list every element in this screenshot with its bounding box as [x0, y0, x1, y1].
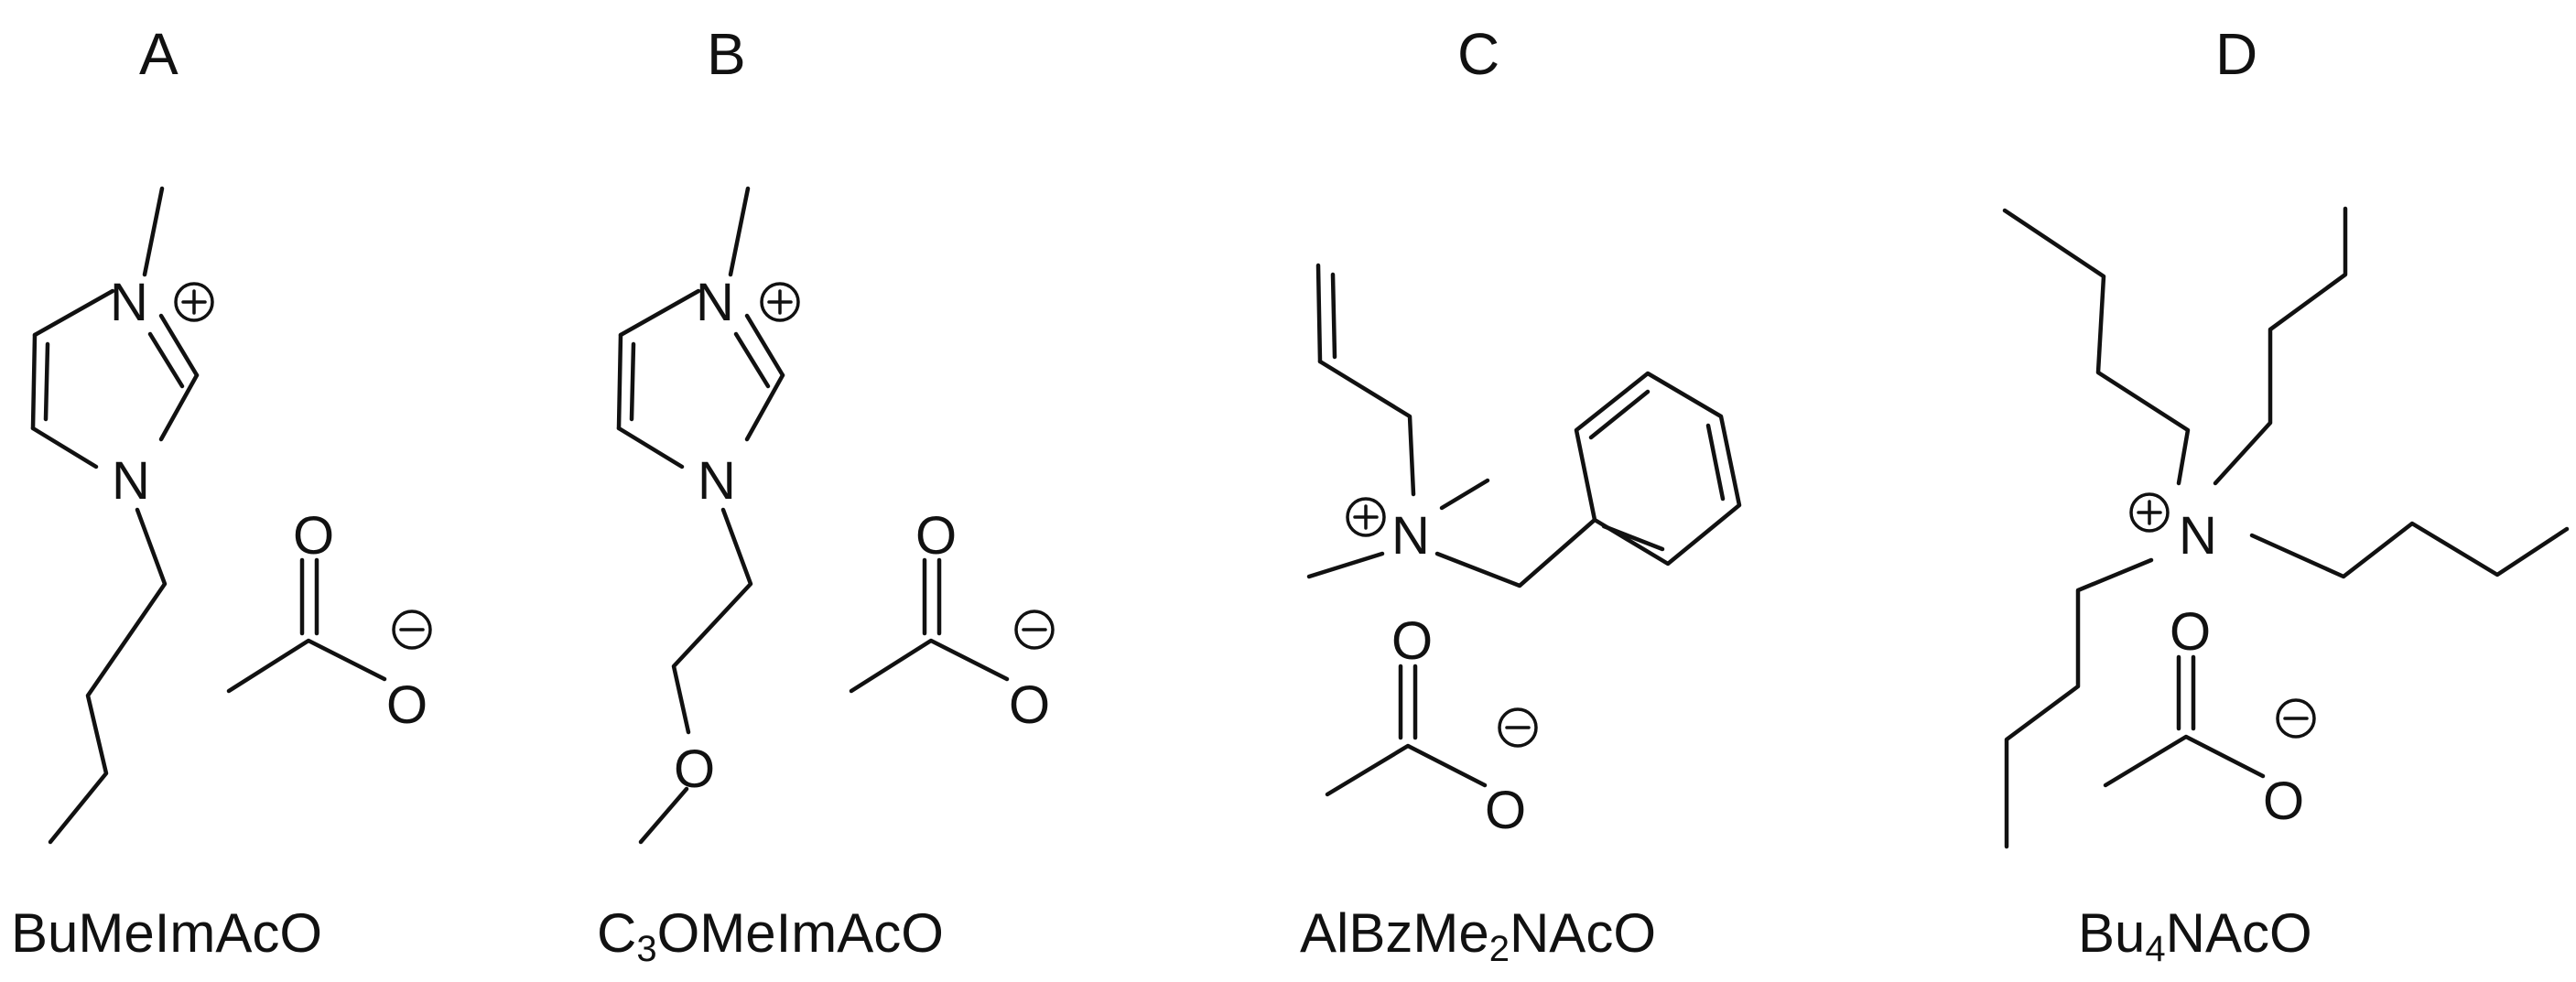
nitrogen-atom: N	[696, 273, 734, 332]
panel-letter-b: B	[707, 21, 746, 87]
nitrogen-atom: N	[2179, 506, 2217, 566]
oxygen-atom: O	[915, 506, 957, 566]
butyl-chain	[2213, 206, 2348, 486]
methyl-bond	[1306, 551, 1385, 579]
ring-bond	[158, 372, 200, 442]
ring-double-bond	[43, 341, 50, 422]
methyl-bond	[142, 186, 165, 277]
butyl-chain	[2004, 557, 2154, 849]
methoxy-bond	[638, 786, 689, 845]
butyl-chain	[48, 507, 168, 845]
plus-charge-icon	[1346, 497, 1386, 537]
compound-name-c: AlBzMe2NAcO	[1300, 902, 1656, 969]
vinyl-bond	[1315, 263, 1323, 364]
ring-bond	[30, 332, 38, 431]
compound-name-b: C3OMeImAcO	[597, 902, 944, 969]
oxygen-atom: O	[1009, 675, 1050, 735]
oxygen-atom: O	[293, 506, 334, 566]
acetate-bonds	[1325, 743, 1488, 797]
ring-bond	[30, 426, 99, 469]
methoxyethyl-chain	[671, 507, 753, 735]
ring-double-bond	[629, 341, 636, 422]
ring-bond	[744, 313, 785, 378]
oxygen-atom: O	[386, 675, 428, 735]
acetate-bonds	[2103, 734, 2266, 788]
bu4n-acetate-structure: N O O	[2002, 206, 2570, 849]
aromatic-bond	[1588, 389, 1651, 440]
aromatic-bond	[1705, 423, 1726, 502]
panel-letter-d: D	[2215, 21, 2258, 87]
allyl-chain	[1317, 359, 1416, 497]
aromatic-bond	[1601, 523, 1665, 552]
oxygen-atom: O	[1391, 611, 1433, 671]
methyl-bond	[1439, 478, 1490, 511]
ring-bond	[618, 288, 701, 338]
acetate-bonds	[226, 638, 387, 694]
ring-bond	[158, 313, 200, 378]
benzyl-bond	[1434, 517, 1597, 588]
ring-bond	[616, 332, 623, 431]
vinyl-double-bond	[1330, 272, 1337, 360]
ring-double-bond	[733, 331, 771, 389]
oxygen-atom: O	[1485, 781, 1526, 840]
minus-charge-icon	[392, 610, 432, 650]
compound-name-a: BuMeImAcO	[11, 902, 323, 964]
ring-bond	[616, 426, 685, 469]
nitrogen-atom: N	[698, 451, 736, 511]
minus-charge-icon	[1498, 707, 1538, 748]
nitrogen-atom: N	[110, 273, 148, 332]
minus-charge-icon	[1014, 610, 1055, 650]
ring-double-bond	[147, 331, 185, 389]
nitrogen-atom: N	[112, 451, 150, 511]
oxygen-atom: O	[2170, 602, 2211, 662]
panel-letter-c: C	[1457, 21, 1500, 87]
benzene-ring	[1574, 371, 1742, 567]
ring-bond	[32, 288, 115, 338]
methyl-bond	[728, 186, 751, 277]
structure-panel-d: D N O O Bu4NAcO	[1904, 0, 2576, 982]
c3omeim-acetate-structure: O N N O O	[616, 186, 1055, 845]
panel-letter-a: A	[139, 21, 179, 87]
plus-charge-icon	[174, 282, 214, 322]
plus-charge-icon	[760, 282, 800, 322]
butyl-chain	[2249, 521, 2570, 579]
compound-name-d: Bu4NAcO	[2078, 902, 2312, 969]
bumeim-acetate-structure: N N O O	[30, 186, 432, 845]
structure-panel-c: C N O O AlBzMe2NAcO	[1245, 0, 1904, 982]
oxygen-atom: O	[2263, 772, 2304, 831]
minus-charge-icon	[2276, 698, 2316, 739]
ring-bond	[744, 372, 785, 442]
plus-charge-icon	[2129, 492, 2170, 533]
structure-panel-a: A N N O O BuMeImAcO	[0, 0, 641, 982]
oxygen-atom: O	[674, 739, 715, 799]
structure-panel-b: B O N N O O C3OMeImAcO	[586, 0, 1227, 982]
albzme2n-acetate-structure: N O O	[1306, 263, 1742, 840]
acetate-bonds	[849, 638, 1010, 694]
nitrogen-atom: N	[1391, 506, 1430, 566]
butyl-chain	[2002, 208, 2191, 486]
